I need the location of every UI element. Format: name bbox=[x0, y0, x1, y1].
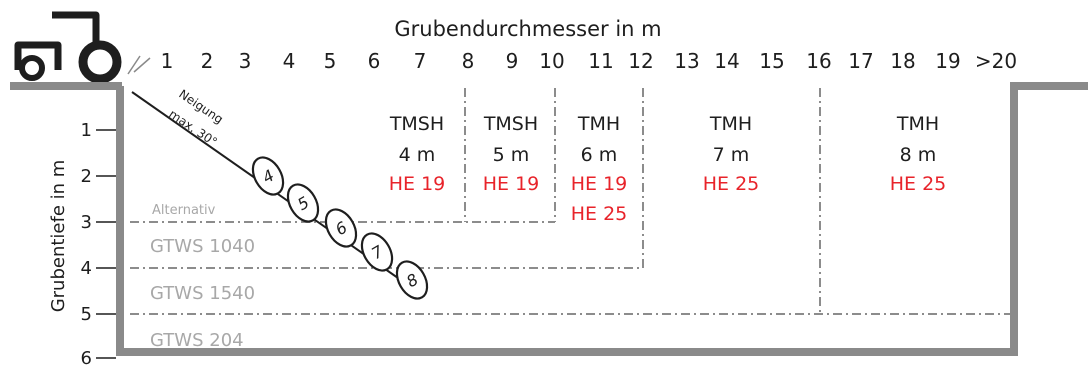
slope-marker: 8 bbox=[395, 260, 429, 300]
machine-column: TMH 7 m HE 25 bbox=[703, 113, 760, 195]
harvest-head: HE 25 bbox=[890, 173, 947, 195]
alternativ-label: Alternativ bbox=[152, 203, 216, 218]
depth-separators bbox=[130, 221, 1010, 315]
x-tick-label: 11 bbox=[588, 49, 613, 73]
x-tick-label: 16 bbox=[806, 49, 831, 73]
depth-zone-label: GTWS 204 bbox=[150, 330, 244, 351]
depth-zone-label: GTWS 1040 bbox=[150, 236, 255, 257]
x-tick-label: 7 bbox=[414, 49, 427, 73]
y-tick-label: 1 bbox=[81, 120, 92, 141]
machine-model: TMH bbox=[577, 113, 620, 135]
x-tick-label: 14 bbox=[714, 49, 739, 73]
depth-zone-label: GTWS 1540 bbox=[150, 283, 255, 304]
machine-column: TMSH 4 m HE 19 bbox=[389, 113, 446, 195]
machine-diameter: 4 m bbox=[399, 144, 436, 166]
slope-marker: 6 bbox=[324, 208, 358, 248]
machine-diameter: 6 m bbox=[581, 144, 618, 166]
x-tick-label: 13 bbox=[674, 49, 699, 73]
harvest-head: HE 19 bbox=[483, 173, 540, 195]
harvest-head: HE 25 bbox=[571, 203, 628, 225]
y-axis-ticks: 1 2 3 4 5 6 bbox=[81, 120, 116, 369]
x-tick-label: 18 bbox=[890, 49, 915, 73]
diameter-separators bbox=[464, 88, 821, 314]
slope-marker-ring bbox=[251, 156, 285, 196]
y-tick-label: 3 bbox=[81, 212, 92, 233]
machine-model: TMSH bbox=[483, 113, 538, 135]
y-axis-label: Grubentiefe in m bbox=[48, 160, 69, 313]
x-tick-label: 15 bbox=[759, 49, 784, 73]
machine-diameter: 8 m bbox=[900, 144, 937, 166]
x-tick-label: 12 bbox=[628, 49, 653, 73]
x-tick-label: 19 bbox=[935, 49, 960, 73]
x-tick-label: 1 bbox=[161, 49, 174, 73]
y-tick-label: 6 bbox=[81, 348, 92, 367]
x-tick-label: 3 bbox=[239, 49, 252, 73]
machine-columns: TMSH 4 m HE 19 TMSH 5 m HE 19 TMH 6 m HE 19 HE 25… bbox=[389, 113, 947, 225]
pit-corner-mark bbox=[127, 55, 151, 75]
x-tick-label: 5 bbox=[324, 49, 337, 73]
y-tick-label: 4 bbox=[81, 258, 92, 279]
x-tick-label: 10 bbox=[539, 49, 564, 73]
x-tick-label: >20 bbox=[975, 49, 1017, 73]
x-tick-label: 8 bbox=[462, 49, 475, 73]
machine-model: TMH bbox=[896, 113, 939, 135]
harvest-head: HE 19 bbox=[571, 173, 628, 195]
machine-diameter: 7 m bbox=[713, 144, 750, 166]
machine-model: TMSH bbox=[389, 113, 444, 135]
machine-column: TMH 6 m HE 19 HE 25 bbox=[571, 113, 628, 225]
harvest-head: HE 25 bbox=[703, 173, 760, 195]
slope-marker-ring bbox=[286, 183, 320, 223]
x-tick-label: 4 bbox=[283, 49, 296, 73]
machine-model: TMH bbox=[709, 113, 752, 135]
x-tick-label: 17 bbox=[848, 49, 873, 73]
slope-marker: 5 bbox=[286, 183, 320, 223]
y-tick-label: 2 bbox=[81, 166, 92, 187]
tractor-icon bbox=[14, 11, 122, 84]
slope-marker-ring bbox=[360, 232, 394, 272]
y-tick-label: 5 bbox=[81, 304, 92, 325]
slope-marker: 4 bbox=[251, 156, 285, 196]
slope-marker-ring bbox=[395, 260, 429, 300]
machine-column: TMSH 5 m HE 19 bbox=[483, 113, 540, 195]
x-tick-label: 2 bbox=[201, 49, 214, 73]
machine-diameter: 5 m bbox=[493, 144, 530, 166]
x-tick-label: 9 bbox=[506, 49, 519, 73]
machine-column: TMH 8 m HE 25 bbox=[890, 113, 947, 195]
slope-marker-ring bbox=[324, 208, 358, 248]
harvest-head: HE 19 bbox=[389, 173, 446, 195]
pit-frame bbox=[116, 82, 1088, 356]
slope-marker: 7 bbox=[360, 232, 394, 272]
diagram-title: Grubendurchmesser in m bbox=[394, 17, 661, 41]
x-tick-label: 6 bbox=[368, 49, 381, 73]
